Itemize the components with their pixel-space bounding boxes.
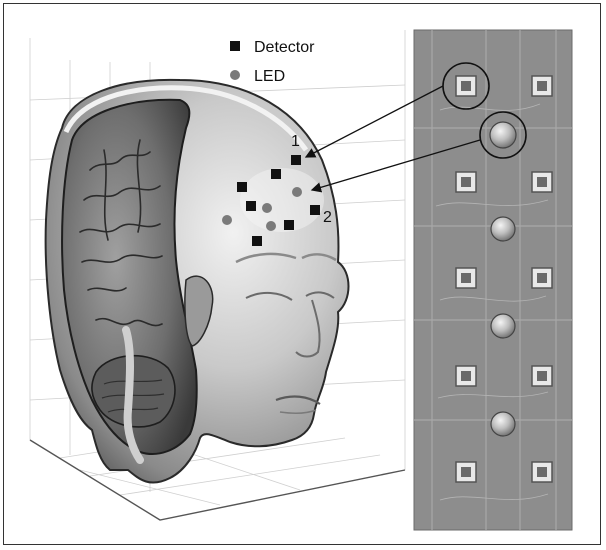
legend: Detector LED [230,39,315,85]
detector-chip-icon [456,268,476,288]
led-marker [266,221,276,231]
detector-marker [237,182,247,192]
detector-marker [246,201,256,211]
detector-chip-icon [456,76,476,96]
detector-chip-icon [456,462,476,482]
detector-chip-icon [532,76,552,96]
led-dome-icon [491,217,515,241]
led-marker [222,215,232,225]
detector-marker [271,169,281,179]
detector-marker [310,205,320,215]
detector-chip-icon [532,366,552,386]
legend-led-icon [230,70,240,80]
legend-led-label: LED [254,68,285,85]
callout-label-2: 2 [323,209,332,226]
head-render [46,80,349,483]
legend-detector-icon [230,41,240,51]
detector-chip-icon [532,462,552,482]
detector-chip-icon [456,366,476,386]
led-dome-icon [491,412,515,436]
detector-chip-icon [456,172,476,192]
detector-chip-icon [532,172,552,192]
detector-chip-icon [532,268,552,288]
detector-marker [252,236,262,246]
led-marker [292,187,302,197]
detector-marker [284,220,294,230]
led-dome-icon [490,122,516,148]
led-marker [262,203,272,213]
legend-detector-label: Detector [254,39,315,56]
detector-marker [291,155,301,165]
callout-label-1: 1 [291,133,300,150]
led-dome-icon [491,314,515,338]
